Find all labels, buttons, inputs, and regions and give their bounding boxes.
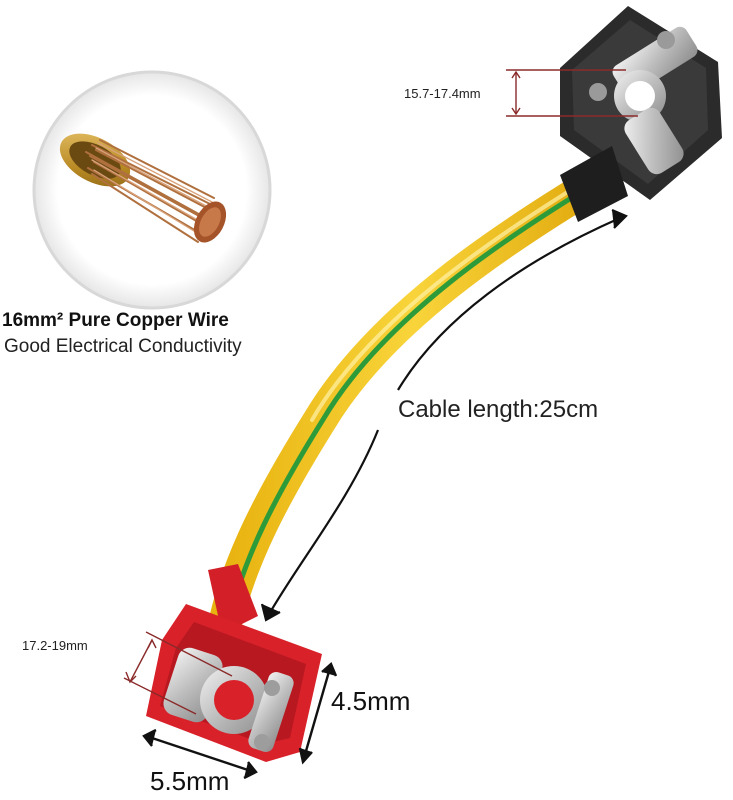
height-dimension-label: 4.5mm [331,686,411,716]
copper-wire-subtitle: Good Electrical Conductivity [4,336,242,357]
top-clamp-dimension-label: 15.7-17.4mm [404,86,481,101]
black-terminal [560,6,722,222]
top-clamp-dimension-marks [506,69,638,117]
copper-wire-closeup [32,70,272,310]
width-dimension-label: 5.5mm [150,766,230,796]
bottom-clamp-dimension-label: 17.2-19mm [22,638,88,653]
cable [209,163,617,637]
cable-length-arrow [260,208,628,622]
size-arrows [142,661,338,780]
cable-length-label: Cable length:25cm [398,396,599,423]
copper-wire-title: 16mm² Pure Copper Wire [2,310,229,331]
bottom-clamp-dimension-marks [123,631,233,715]
red-terminal [146,564,322,762]
